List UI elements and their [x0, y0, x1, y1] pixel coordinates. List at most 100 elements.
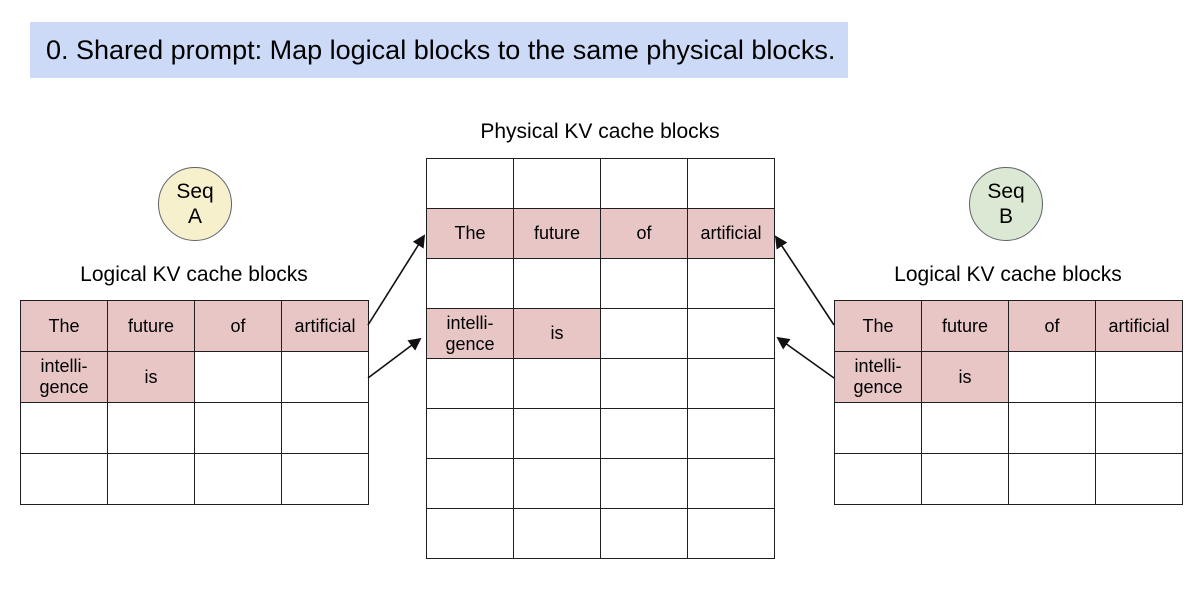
kv-cell-empty: [600, 158, 688, 209]
seq-a-badge: Seq A: [158, 167, 232, 241]
kv-cell-empty: [834, 453, 922, 505]
kv-cell-empty: [1008, 351, 1096, 403]
arrow-seq-b-block0: [774, 235, 835, 326]
kv-cell-empty: [687, 158, 775, 209]
kv-cell-empty: [426, 458, 514, 509]
kv-cell-empty: [426, 508, 514, 559]
kv-cell-empty: [1095, 453, 1183, 505]
kv-cell-empty: [194, 351, 282, 403]
kv-cell-future: future: [107, 300, 195, 352]
kv-cell-is: is: [513, 308, 601, 359]
seq-b-badge-line1: Seq: [987, 180, 1025, 203]
table-row: [426, 158, 775, 209]
seq-b-badge: Seq B: [969, 167, 1043, 241]
kv-cell-empty: [426, 258, 514, 309]
table-row: [426, 508, 775, 559]
kv-cell-empty: [600, 508, 688, 559]
table-row: [426, 358, 775, 409]
kv-cell-empty: [513, 358, 601, 409]
seq-a-badge-line2: A: [187, 205, 202, 228]
kv-cell-artificial: artificial: [281, 300, 369, 352]
kv-cell-the: The: [20, 300, 108, 352]
kv-cell-empty: [281, 453, 369, 505]
arrow-seq-b-block1: [776, 336, 835, 379]
kv-cell-of: of: [1008, 300, 1096, 352]
kv-cell-empty: [513, 258, 601, 309]
kv-cell-empty: [1095, 402, 1183, 454]
kv-cell-empty: [687, 508, 775, 559]
kv-cell-empty: [600, 408, 688, 459]
kv-cell-empty: [600, 358, 688, 409]
kv-cell-empty: [513, 408, 601, 459]
kv-cell-intelligence: intelli- gence: [20, 351, 108, 403]
kv-cell-the: The: [834, 300, 922, 352]
arrow-seq-a-block0: [367, 234, 426, 326]
kv-cell-empty: [1008, 453, 1096, 505]
seq-b-logical-table-title: Logical KV cache blocks: [894, 263, 1122, 286]
table-row: [834, 453, 1183, 505]
kv-cell-empty: [687, 408, 775, 459]
table-row: [20, 402, 369, 454]
table-row: [834, 402, 1183, 454]
kv-cell-empty: [281, 351, 369, 403]
kv-cell-of: of: [600, 208, 688, 259]
kv-cell-empty: [1095, 351, 1183, 403]
kv-cell-is: is: [107, 351, 195, 403]
kv-cell-is: is: [921, 351, 1009, 403]
step-banner: 0. Shared prompt: Map logical blocks to …: [30, 22, 848, 78]
kv-cell-empty: [281, 402, 369, 454]
table-row: [426, 408, 775, 459]
arrow-seq-a-block1: [367, 337, 422, 379]
kv-cell-empty: [687, 258, 775, 309]
kv-cell-empty: [921, 402, 1009, 454]
seq-a-logical-table-title: Logical KV cache blocks: [80, 263, 308, 286]
kv-cell-empty: [426, 158, 514, 209]
kv-cell-empty: [513, 508, 601, 559]
kv-cell-empty: [600, 308, 688, 359]
kv-cell-empty: [20, 453, 108, 505]
kv-cell-empty: [194, 402, 282, 454]
table-row: [426, 258, 775, 309]
kv-cell-the: The: [426, 208, 514, 259]
kv-cell-empty: [426, 408, 514, 459]
kv-cell-artificial: artificial: [687, 208, 775, 259]
kv-cell-empty: [513, 158, 601, 209]
kv-cell-empty: [687, 458, 775, 509]
physical-table-title: Physical KV cache blocks: [480, 120, 720, 143]
kv-cell-empty: [600, 258, 688, 309]
kv-cell-empty: [194, 453, 282, 505]
kv-cell-empty: [687, 358, 775, 409]
step-banner-text: 0. Shared prompt: Map logical blocks to …: [46, 34, 836, 65]
kv-cell-intelligence: intelli- gence: [426, 308, 514, 359]
kv-cell-empty: [107, 453, 195, 505]
kv-cell-artificial: artificial: [1095, 300, 1183, 352]
kv-cell-of: of: [194, 300, 282, 352]
kv-cell-empty: [107, 402, 195, 454]
kv-cell-empty: [921, 453, 1009, 505]
table-row: [20, 453, 369, 505]
kv-cell-empty: [20, 402, 108, 454]
kv-cell-future: future: [513, 208, 601, 259]
table-row: [426, 458, 775, 509]
kv-cell-future: future: [921, 300, 1009, 352]
kv-cell-empty: [426, 358, 514, 409]
seq-a-badge-line1: Seq: [176, 180, 214, 203]
kv-cell-empty: [687, 308, 775, 359]
kv-cell-empty: [600, 458, 688, 509]
kv-cell-empty: [513, 458, 601, 509]
seq-b-badge-line2: B: [998, 205, 1013, 228]
kv-cell-empty: [1008, 402, 1096, 454]
